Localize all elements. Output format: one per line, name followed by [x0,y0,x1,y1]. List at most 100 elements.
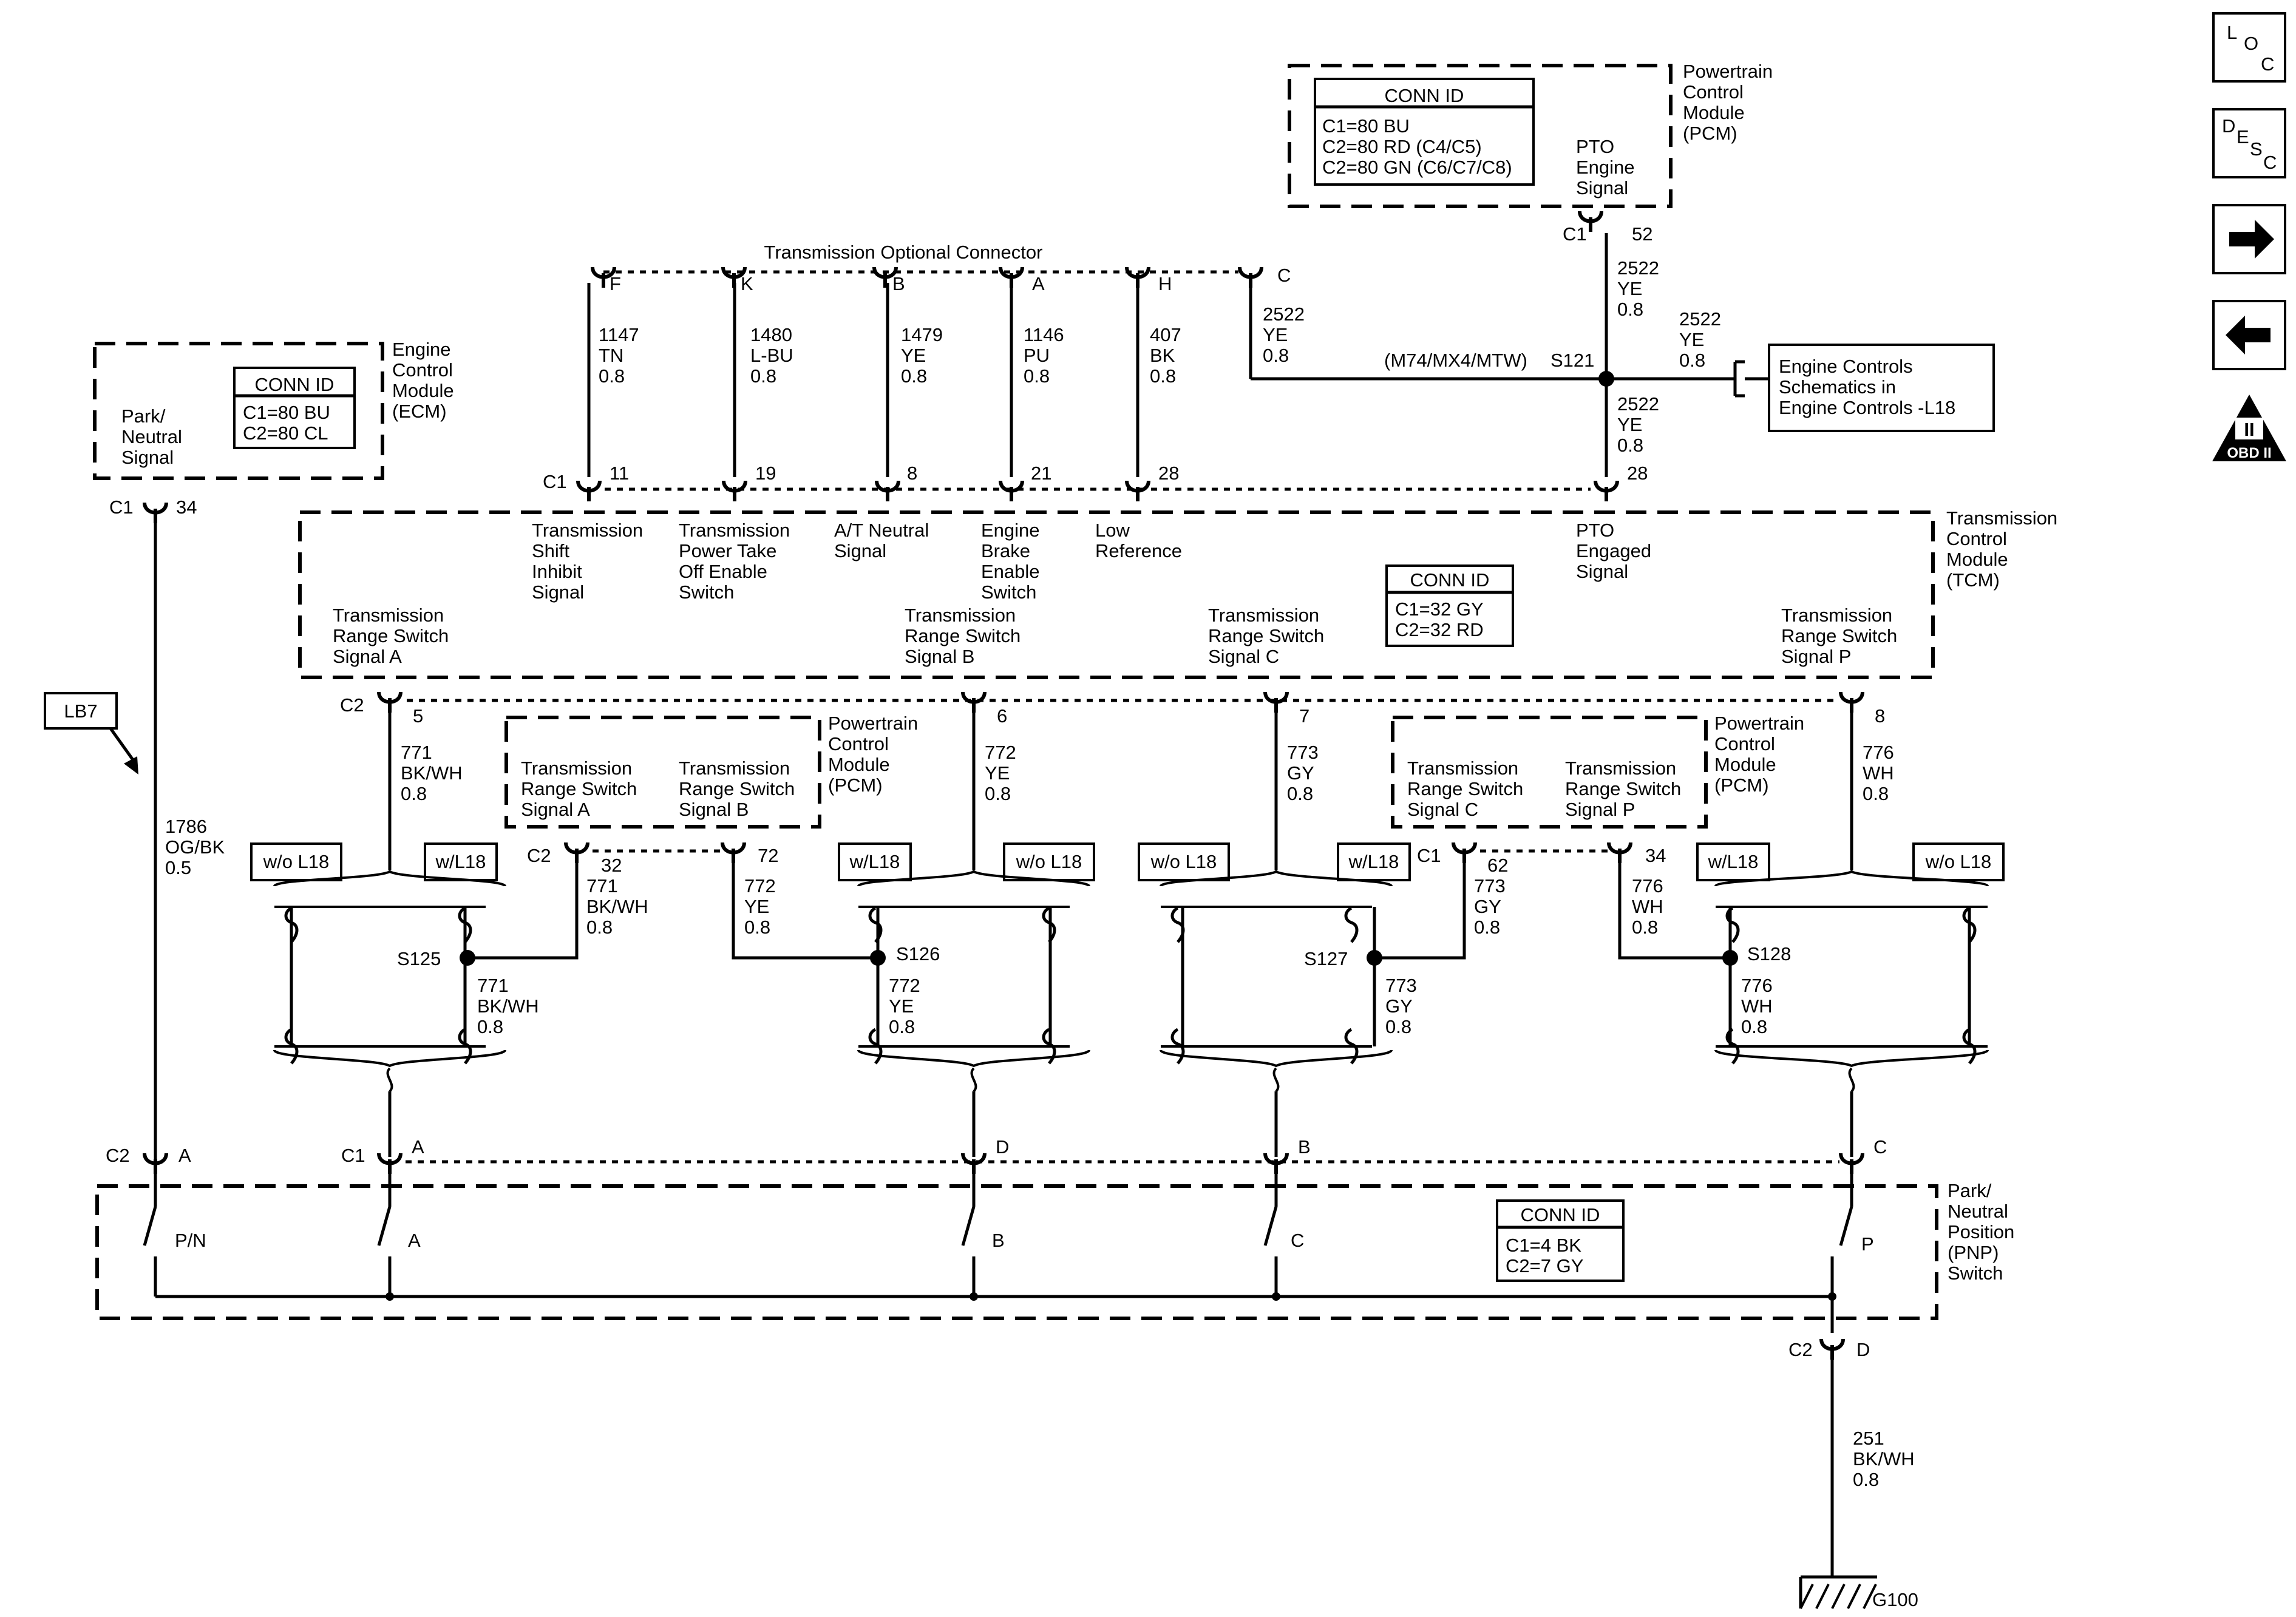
svg-text:O: O [2244,33,2258,54]
svg-text:Switch: Switch [679,581,734,603]
svg-text:BK/WH: BK/WH [1853,1448,1915,1470]
svg-text:Signal A: Signal A [521,799,590,820]
svg-text:5: 5 [413,705,423,727]
svg-text:B: B [892,273,905,294]
svg-text:E: E [2237,126,2249,147]
svg-text:F: F [610,273,621,294]
svg-text:0.8: 0.8 [477,1016,503,1037]
svg-text:Powertrain: Powertrain [1714,713,1804,734]
svg-text:BK/WH: BK/WH [477,995,539,1017]
svg-text:0.8: 0.8 [750,365,776,387]
svg-text:0.8: 0.8 [1150,365,1176,387]
svg-text:Engine: Engine [392,339,451,360]
desc-icon[interactable]: D E S C [2212,108,2286,178]
svg-text:P: P [1861,1233,1874,1255]
svg-text:D: D [2222,115,2235,137]
pcm-top-pin-label: PTO Engine Signal [1576,136,1635,198]
svg-text:C: C [1873,1136,1887,1158]
next-arrow-icon[interactable] [2212,204,2286,274]
svg-text:G100: G100 [1872,1589,1918,1610]
engine-controls-ref-box[interactable] [1768,344,1995,432]
pcm-top-box [1288,64,1673,208]
svg-text:PTO: PTO [1576,520,1614,541]
svg-text:C2: C2 [106,1145,130,1166]
svg-text:0.8: 0.8 [901,365,927,387]
svg-text:Control: Control [1714,733,1775,754]
svg-text:8: 8 [907,463,917,484]
svg-text:C: C [1291,1230,1304,1251]
svg-text:Signal: Signal [1576,177,1628,198]
svg-text:Transmission: Transmission [1565,758,1676,779]
svg-text:771: 771 [477,975,509,996]
svg-text:B: B [1298,1136,1311,1158]
svg-text:21: 21 [1031,463,1051,484]
svg-text:Switch: Switch [981,581,1036,603]
svg-text:0.8: 0.8 [599,365,625,387]
option-tags: w/o L18 w/L18 w/L18 w/o L18 w/o L18 w/L1… [250,842,2005,881]
svg-text:GY: GY [1385,995,1413,1017]
pnp-name: Park/ Neutral Position (PNP) Switch [1948,1180,2014,1284]
svg-text:w/L18: w/L18 [849,851,900,872]
tcm-c1-labels: Transmission Shift Inhibit Signal Transm… [532,520,1651,603]
svg-text:0.8: 0.8 [744,917,770,938]
svg-text:0.8: 0.8 [1024,365,1050,387]
svg-text:0.8: 0.8 [1741,1016,1767,1037]
svg-text:w/o L18: w/o L18 [263,851,330,872]
svg-text:1147: 1147 [599,324,639,345]
svg-text:Neutral: Neutral [1948,1201,2008,1222]
tcm-conn-id: CONN ID C1=32 GY C2=32 RD [1385,564,1514,647]
pcm-mid-right-box [1391,716,1708,829]
svg-text:Transmission: Transmission [1208,605,1319,626]
svg-text:Enable: Enable [981,561,1040,582]
svg-text:Transmission: Transmission [1407,758,1518,779]
svg-text:CONN ID: CONN ID [255,374,335,395]
svg-text:776: 776 [1632,875,1663,897]
range-wires-lower [386,1067,1855,1157]
svg-text:WH: WH [1863,762,1894,784]
svg-text:2522: 2522 [1263,303,1305,325]
obd-ii-icon[interactable]: II OBD II [2212,395,2286,461]
svg-text:Transmission: Transmission [905,605,1016,626]
svg-text:w/L18: w/L18 [435,851,486,872]
svg-text:YE: YE [889,995,914,1017]
svg-text:TN: TN [599,345,623,366]
option-bracket-b [857,870,1090,1068]
svg-text:Engine: Engine [1576,157,1635,178]
lb7-tag[interactable]: LB7 [44,692,138,775]
svg-text:PTO: PTO [1576,136,1614,157]
loc-icon[interactable]: L O C [2212,12,2286,83]
svg-text:S: S [2250,138,2263,160]
prev-arrow-icon[interactable] [2212,300,2286,370]
svg-text:2522: 2522 [1617,393,1659,415]
ecm-name: Engine Control Module (ECM) [392,339,454,422]
tcm-c1-connectors: C1 11 19 8 21 28 28 [543,463,1648,501]
svg-text:Neutral: Neutral [121,426,182,447]
svg-text:WH: WH [1741,995,1773,1017]
svg-text:Range Switch: Range Switch [905,625,1021,646]
svg-text:2522: 2522 [1617,257,1659,279]
svg-text:0.8: 0.8 [1385,1016,1411,1037]
svg-text:C2=80 RD (C4/C5): C2=80 RD (C4/C5) [1322,136,1482,157]
svg-text:19: 19 [755,463,776,484]
svg-text:771: 771 [401,742,432,763]
svg-text:(M74/MX4/MTW): (M74/MX4/MTW) [1384,350,1527,371]
svg-text:YE: YE [1679,329,1704,350]
svg-text:YE: YE [744,896,769,917]
svg-text:Module: Module [392,380,454,401]
svg-text:w/L18: w/L18 [1708,851,1759,872]
svg-text:OBD II: OBD II [2227,445,2271,461]
svg-text:C2=80 CL: C2=80 CL [243,422,328,444]
svg-text:Range Switch: Range Switch [679,778,795,799]
svg-text:Signal A: Signal A [333,646,402,667]
svg-text:1479: 1479 [901,324,943,345]
option-bracket-c [1160,870,1393,1068]
svg-text:WH: WH [1632,896,1663,917]
svg-text:Off Enable: Off Enable [679,561,767,582]
svg-text:0.8: 0.8 [1632,917,1658,938]
svg-text:6: 6 [997,705,1007,727]
svg-text:(ECM): (ECM) [392,401,447,422]
pcm-top-name: Powertrain Control Module (PCM) [1683,61,1773,144]
svg-text:Control: Control [1946,528,2007,549]
range-wires-upper: 771 BK/WH 0.8 772 YE 0.8 773 GY 0.8 776 … [388,709,1894,870]
